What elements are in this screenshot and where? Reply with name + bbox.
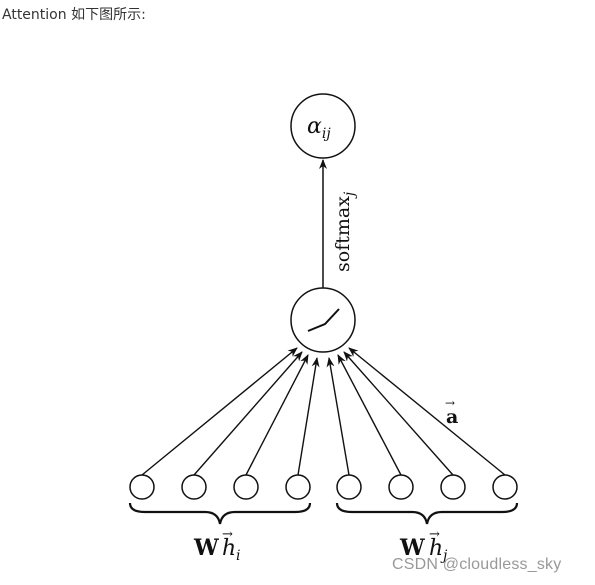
svg-text:W: W	[193, 535, 219, 561]
left-group-brace	[128, 502, 312, 525]
input-arrow-3	[245, 354, 309, 476]
svg-text:h: h	[429, 536, 443, 561]
svg-text:→: →	[222, 527, 233, 542]
left-group-label: W h → i	[193, 527, 240, 564]
input-node-6	[388, 474, 414, 500]
attention-vector-arrow: →	[445, 396, 455, 410]
input-arrow-1	[141, 347, 298, 476]
input-nodes	[129, 474, 518, 500]
alpha-node-label: αij	[307, 114, 331, 142]
svg-text:W: W	[399, 535, 425, 561]
right-group-label: W h → j	[399, 527, 448, 564]
input-arrow-5	[326, 357, 350, 476]
input-node-2	[181, 474, 207, 500]
input-node-8	[492, 474, 518, 500]
input-node-1	[129, 474, 155, 500]
svg-text:i: i	[236, 548, 240, 564]
input-arrow-7	[343, 351, 454, 476]
svg-text:h: h	[222, 536, 236, 561]
svg-text:j: j	[440, 548, 448, 564]
input-arrow-2	[193, 351, 303, 476]
csdn-watermark: CSDN @cloudless_sky	[392, 556, 562, 573]
input-arrow-4	[297, 357, 320, 476]
attention-vector-label: a	[446, 406, 458, 428]
leakyrelu-node	[290, 287, 356, 353]
input-node-5	[336, 474, 362, 500]
input-node-4	[285, 474, 311, 500]
softmax-label: softmaxj	[332, 191, 358, 272]
svg-text:→: →	[429, 527, 440, 542]
input-arrows	[141, 347, 506, 476]
right-group-brace	[335, 502, 519, 525]
input-node-7	[440, 474, 466, 500]
input-arrow-6	[337, 354, 402, 476]
alpha-node	[290, 93, 356, 159]
input-node-3	[233, 474, 259, 500]
leakyrelu-curve-icon	[307, 308, 340, 332]
intro-text: Attention 如下图所示:	[2, 7, 146, 23]
input-arrow-8	[348, 347, 506, 476]
